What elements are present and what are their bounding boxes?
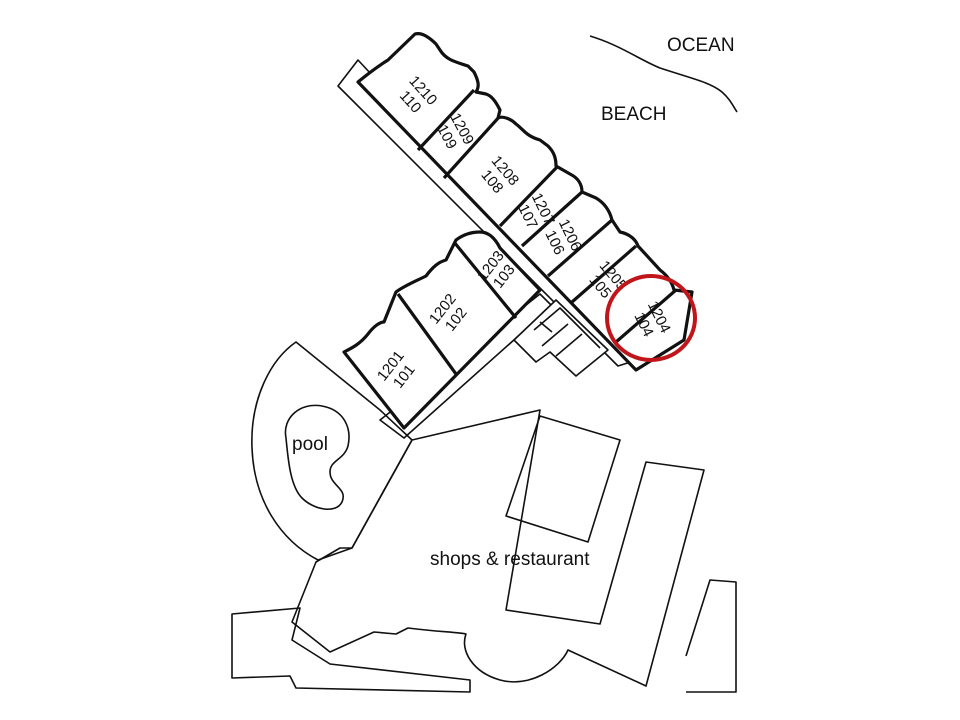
shops-label: shops & restaurant: [430, 549, 590, 570]
lower-wing-building: [342, 230, 542, 430]
entry-structure: [513, 299, 609, 377]
pool-terrace: [251, 341, 413, 561]
pool: [284, 404, 350, 510]
upper-wing-dividers: [416, 88, 678, 344]
annex-right-block: [685, 579, 737, 693]
courtyard-square: [505, 415, 621, 543]
highlight-circle: [605, 274, 697, 362]
ocean-label: OCEAN: [667, 35, 735, 56]
lower-wing-dividers: [396, 240, 518, 375]
unit-1203-label[interactable]: 1203103: [474, 248, 521, 295]
annex-building: [231, 607, 471, 693]
beach-label: BEACH: [601, 104, 666, 125]
shoreline: [589, 35, 738, 113]
shops-courtyard: [291, 409, 705, 687]
pool-label: pool: [292, 434, 328, 455]
